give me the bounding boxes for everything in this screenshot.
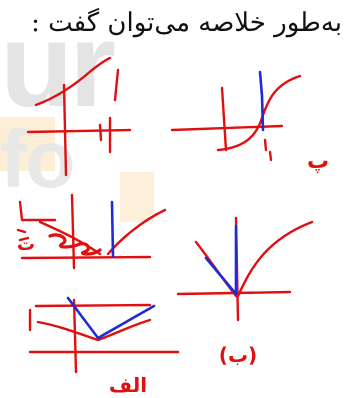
- graph-top-left: [26, 56, 132, 177]
- graph-top-left-x-axis: [26, 128, 132, 134]
- graph-bottom-left-blue-v: [66, 296, 156, 340]
- watermark-middle: fo: [0, 112, 154, 222]
- graph-middle-right-blue-v: [204, 224, 238, 296]
- graph-top-right-x-axis: [170, 124, 284, 132]
- graph-top-left-y-axis: [62, 83, 68, 177]
- graph-middle-left-x-axis: [20, 255, 152, 260]
- graph-bottom-left-curve: [36, 318, 152, 342]
- figure-label-c: پ: [307, 149, 329, 174]
- graph-top-right-curve: [216, 74, 302, 152]
- graph-middle-left-y-axis: [70, 193, 76, 270]
- graph-bottom-left-top-line: [34, 303, 152, 308]
- figure-label-b: (ب): [219, 343, 257, 367]
- graph-top-left-curve: [34, 56, 112, 107]
- figure-label-d: ت: [17, 234, 35, 255]
- graph-top-right: [170, 74, 302, 162]
- graph-middle-left-curve-left: [38, 220, 102, 256]
- figure-label-a: الف: [109, 373, 147, 397]
- graph-middle-left-blue-line: [110, 200, 115, 258]
- graph-middle-right-curve-right: [236, 220, 314, 298]
- graph-middle-left-mark: [16, 228, 30, 242]
- graph-top-left-mark: [98, 123, 103, 142]
- graph-bottom-left-y-axis: [72, 298, 78, 374]
- watermark-middle-text: fo: [0, 114, 75, 205]
- graph-middle-left-corner: [18, 200, 57, 222]
- graph-middle-left-curve-right: [106, 208, 167, 256]
- graph-middle-left: [16, 193, 167, 270]
- graph-bottom-left: [28, 298, 180, 374]
- graph-top-right-y-axis: [220, 86, 228, 152]
- watermark-top: ur: [0, 0, 116, 132]
- graph-middle-left-scribble: [48, 233, 102, 256]
- graph-top-right-blue-line: [258, 70, 265, 132]
- page-heading: به‌طور خلاصه می‌توان گفت :: [31, 8, 342, 38]
- graph-top-right-dashed-mark: [263, 138, 273, 162]
- watermark-band: [0, 117, 55, 171]
- watermark-band-2: [120, 172, 154, 222]
- graph-middle-right: [176, 216, 314, 322]
- graph-top-left-dashed-tick: [108, 68, 120, 154]
